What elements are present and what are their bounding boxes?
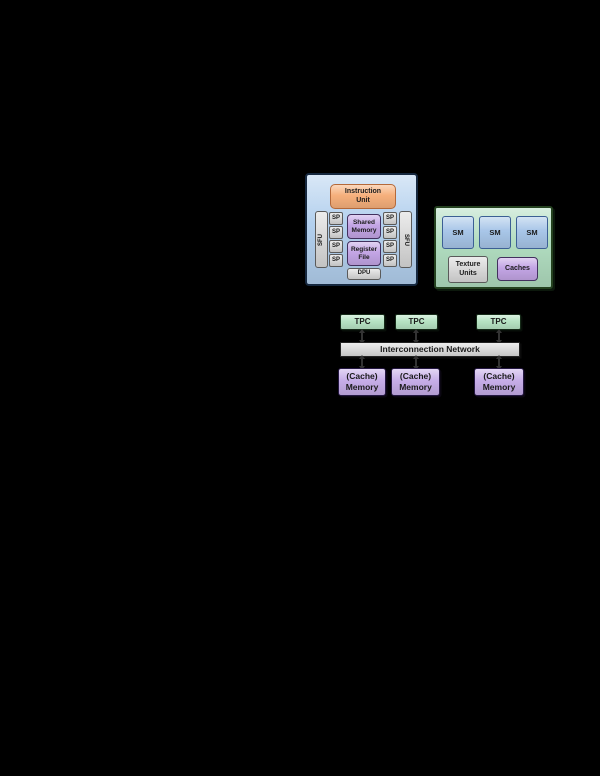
cache-memory-box: (Cache) Memory <box>391 368 440 396</box>
interconnection-network-bar: Interconnection Network <box>340 342 520 357</box>
sp-box: SP <box>329 254 343 267</box>
sp-box: SP <box>383 212 397 225</box>
sp-box: SP <box>383 226 397 239</box>
vertical-arrow-connector <box>413 355 419 370</box>
vertical-arrow-connector <box>359 355 365 370</box>
tpc-box: TPC <box>395 314 438 330</box>
instruction-unit-box: Instruction Unit <box>330 184 396 209</box>
shared-memory-box: Shared Memory <box>347 214 381 239</box>
cache-memory-box: (Cache) Memory <box>338 368 386 396</box>
register-file-box: Register File <box>347 241 381 266</box>
sfu-right-box: SFU <box>399 211 412 268</box>
sfu-left-box: SFU <box>315 211 328 268</box>
sp-box: SP <box>383 254 397 267</box>
sp-box: SP <box>329 226 343 239</box>
sp-box: SP <box>329 212 343 225</box>
tpc-architecture-block: SM SM SM Texture Units Caches <box>434 206 553 289</box>
caches-box: Caches <box>497 257 538 281</box>
sm-architecture-block: Instruction Unit SFU SP SP SP SP Shared … <box>305 173 418 286</box>
sm-box: SM <box>479 216 511 249</box>
vertical-arrow-connector <box>413 329 419 344</box>
sfu-right-label: SFU <box>403 233 410 246</box>
dpu-box: DPU <box>347 268 381 280</box>
sm-box: SM <box>442 216 474 249</box>
vertical-arrow-connector <box>359 329 365 344</box>
tpc-box: TPC <box>476 314 521 330</box>
vertical-arrow-connector <box>496 329 502 344</box>
sm-box: SM <box>516 216 548 249</box>
vertical-arrow-connector <box>496 355 502 370</box>
sfu-left-label: SFU <box>317 233 324 246</box>
sp-box: SP <box>383 240 397 253</box>
tpc-box: TPC <box>340 314 385 330</box>
sp-box: SP <box>329 240 343 253</box>
texture-units-box: Texture Units <box>448 256 488 283</box>
cache-memory-box: (Cache) Memory <box>474 368 524 396</box>
